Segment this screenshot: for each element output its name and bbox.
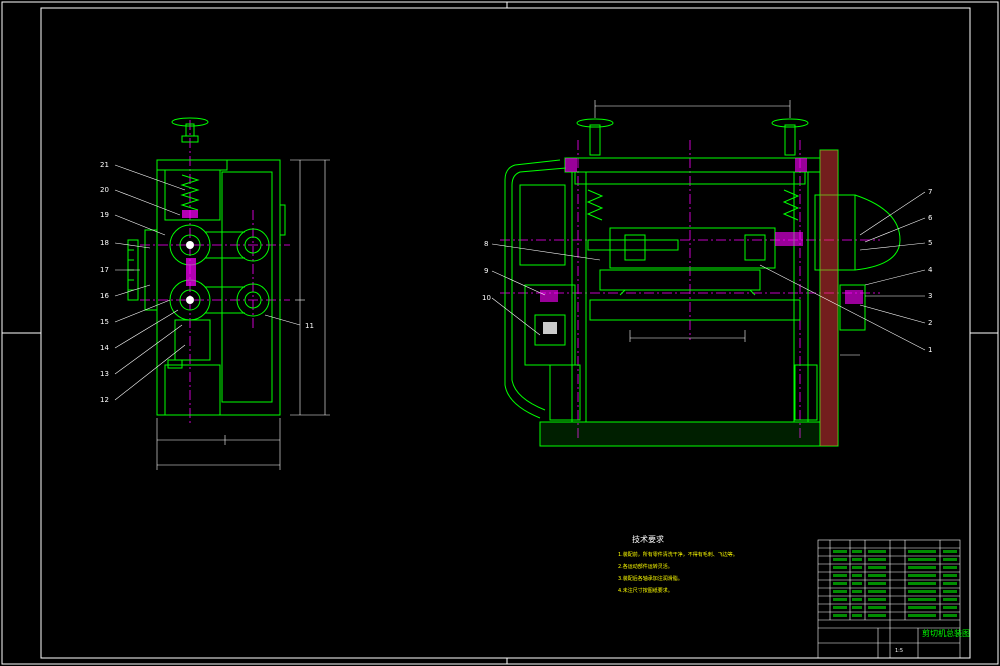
- part-number: 12: [100, 396, 109, 404]
- part-number: 9: [484, 267, 488, 275]
- part-number: 10: [482, 294, 491, 302]
- front-body: [504, 118, 901, 447]
- technical-notes: 技术要求 1.装配前，所有零件清洗干净，不得有毛刺、飞边等。 2.各运动部件运转…: [618, 534, 738, 594]
- side-dimensions: [156, 159, 330, 470]
- note-line: 1.装配前，所有零件清洗干净，不得有毛刺、飞边等。: [618, 551, 738, 558]
- front-centerlines: [500, 140, 880, 440]
- note-line: 3.装配后各轴承加注润滑脂。: [618, 575, 683, 582]
- part-number: 2: [928, 319, 932, 327]
- part-number: 18: [100, 239, 109, 247]
- note-line: 2.各运动部件运转灵活。: [618, 563, 673, 570]
- front-section-fills: [540, 150, 863, 446]
- part-number: 5: [928, 239, 932, 247]
- side-body: [127, 117, 286, 416]
- front-dimensions: [594, 100, 860, 356]
- side-view: 21 20 19 18 17 16 15 14 13 12 11: [100, 117, 330, 470]
- front-leaders: [491, 191, 926, 351]
- parts-list-cells: [833, 550, 957, 617]
- title-block: 剪切机总装图 1:5: [817, 539, 970, 659]
- part-number: 8: [484, 240, 488, 248]
- side-section-fills: [182, 210, 198, 304]
- front-balloons: 7 6 5 4 3 2 1 8 9 10: [482, 188, 933, 354]
- side-balloons: 21 20 19 18 17 16 15 14 13 12 11: [100, 161, 314, 404]
- side-centerlines: [140, 120, 290, 425]
- part-number: 13: [100, 370, 109, 378]
- drawing-name: 剪切机总装图: [922, 628, 970, 638]
- part-number: 15: [100, 318, 109, 326]
- parts-list-grid: [817, 539, 961, 659]
- part-number: 3: [928, 292, 932, 300]
- side-leaders: [114, 164, 301, 401]
- note-line: 4.未注尺寸按图纸要求。: [618, 587, 673, 594]
- part-number: 21: [100, 161, 109, 169]
- drawing-scale: 1:5: [895, 648, 903, 654]
- part-number: 16: [100, 292, 109, 300]
- part-number: 17: [100, 266, 109, 274]
- part-number: 1: [928, 346, 932, 354]
- part-number: 4: [928, 266, 933, 274]
- part-number: 14: [100, 344, 109, 352]
- notes-title: 技术要求: [632, 534, 664, 544]
- part-number: 6: [928, 214, 933, 222]
- part-number: 19: [100, 211, 109, 219]
- part-number: 11: [305, 322, 314, 330]
- part-number: 20: [100, 186, 109, 194]
- part-number: 7: [928, 188, 932, 196]
- front-view: 7 6 5 4 3 2 1 8 9 10: [482, 100, 933, 447]
